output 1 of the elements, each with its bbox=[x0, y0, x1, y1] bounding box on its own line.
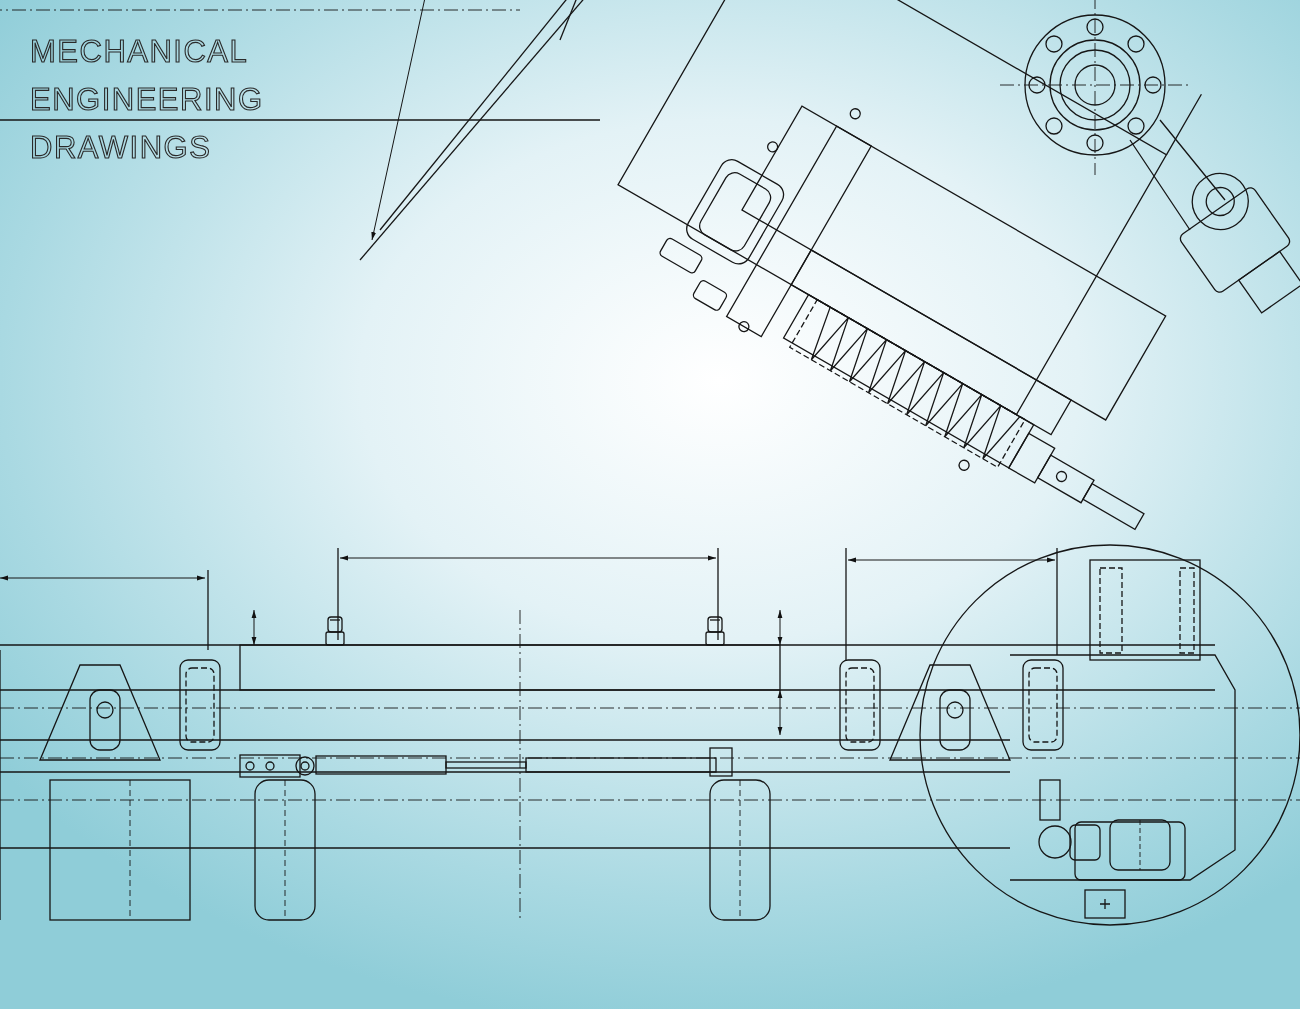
title: MECHANICAL ENGINEERING DRAWINGS bbox=[30, 33, 265, 167]
